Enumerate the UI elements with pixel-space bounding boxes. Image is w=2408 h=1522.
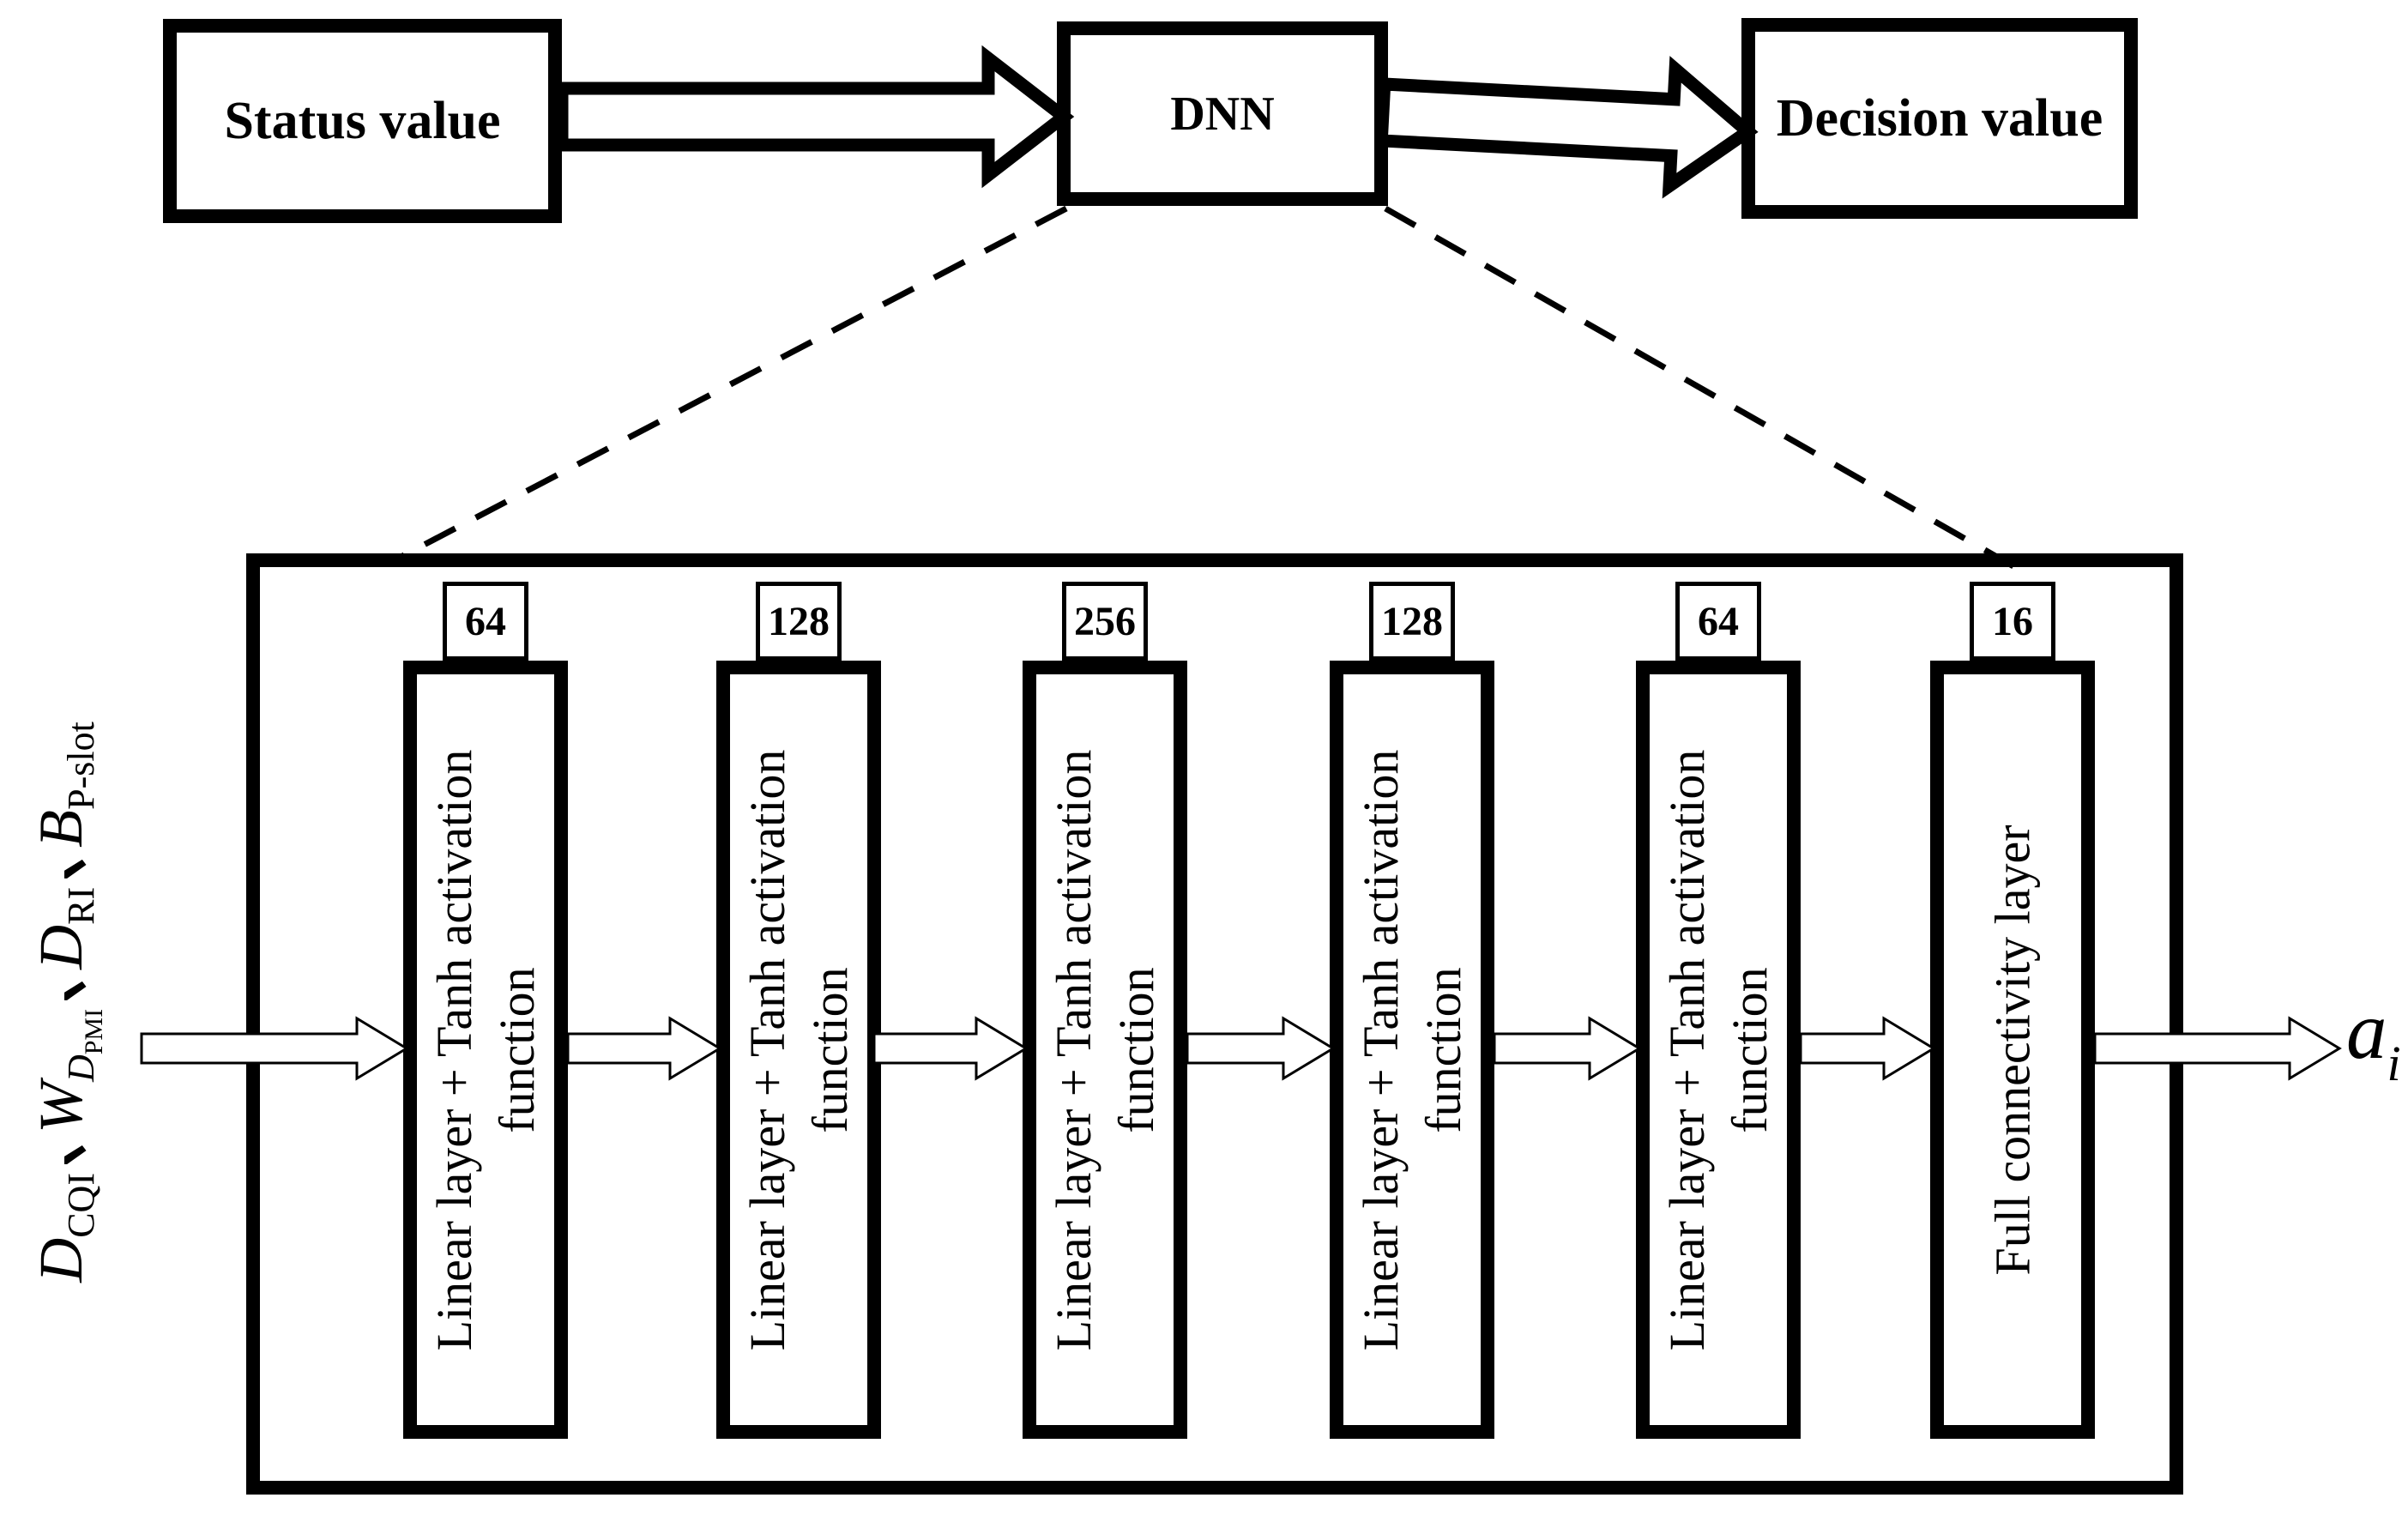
- size-value-3: 256: [1074, 598, 1136, 644]
- layer-label-4-line1: Linear layer + Tanh activation: [1352, 749, 1409, 1350]
- layer-label-2-line2: function: [802, 966, 858, 1133]
- b-pslot-main: B: [26, 809, 95, 848]
- layer-label-6-line1: Full connectivity layer: [1984, 824, 2041, 1276]
- output-action-label: ai: [2346, 990, 2401, 1089]
- layer-label-2-line1: Linear layer + Tanh activation: [739, 749, 795, 1350]
- dashed-projection-line-right: [1384, 205, 2015, 570]
- b-pslot-sub: P-slot: [59, 722, 102, 810]
- w-sub-d: D: [59, 1054, 102, 1083]
- block-arrow-dnn-to-decision-icon: [1374, 56, 1759, 199]
- layer-label-1-line1: Linear layer + Tanh activation: [425, 749, 482, 1350]
- size-box-5: 64: [1675, 582, 1761, 661]
- size-box-2: 128: [756, 582, 842, 661]
- layer-label-1-line2: function: [489, 966, 545, 1133]
- w-subsub-pmi: PMI: [79, 1008, 108, 1055]
- dnn-box: DNN: [1057, 21, 1388, 206]
- block-arrow-status-to-dnn-icon: [555, 45, 1075, 189]
- layer-label-5-line2: function: [1722, 966, 1777, 1133]
- size-value-4: 128: [1381, 598, 1443, 644]
- size-value-5: 64: [1698, 598, 1739, 644]
- input-variables-rotated-text: DCQIWDPMIDRIBP-slot: [15, 402, 118, 1522]
- d-cqi-sub: CQI: [59, 1173, 102, 1238]
- dashed-projection-line-left: [389, 205, 1068, 565]
- status-value-label: Status value: [224, 92, 501, 150]
- size-box-3: 256: [1062, 582, 1148, 661]
- size-value-1: 64: [465, 598, 506, 644]
- dnn-label: DNN: [1170, 87, 1275, 141]
- size-box-4: 128: [1369, 582, 1455, 661]
- size-value-2: 128: [768, 598, 830, 644]
- size-value-6: 16: [1992, 598, 2033, 644]
- size-box-1: 64: [443, 582, 528, 661]
- output-a: a: [2346, 985, 2387, 1076]
- size-box-6: 16: [1970, 582, 2055, 661]
- d-ri-sub: RI: [59, 886, 102, 925]
- layer-box-6: Full connectivity layer: [1930, 661, 2095, 1439]
- w-main: W: [26, 1082, 95, 1134]
- d-ri-main: D: [26, 924, 95, 969]
- status-value-box: Status value: [163, 19, 562, 223]
- d-cqi-main: D: [26, 1237, 95, 1283]
- layer-label-3-line1: Linear layer + Tanh activation: [1045, 749, 1101, 1350]
- enumeration-comma-icon: [64, 1145, 87, 1164]
- layer-label-3-line2: function: [1108, 966, 1164, 1133]
- enumeration-comma-icon: [64, 981, 87, 1000]
- decision-value-box: Decision value: [1741, 18, 2138, 219]
- layer-label-5-line1: Linear layer + Tanh activation: [1658, 749, 1715, 1350]
- decision-value-label: Decision value: [1776, 89, 2103, 148]
- layer-label-6: Full connectivity layer: [1981, 673, 2043, 1428]
- enumeration-comma-icon: [64, 860, 87, 879]
- layer-label-4-line2: function: [1415, 966, 1471, 1133]
- output-subscript-i: i: [2387, 1036, 2401, 1091]
